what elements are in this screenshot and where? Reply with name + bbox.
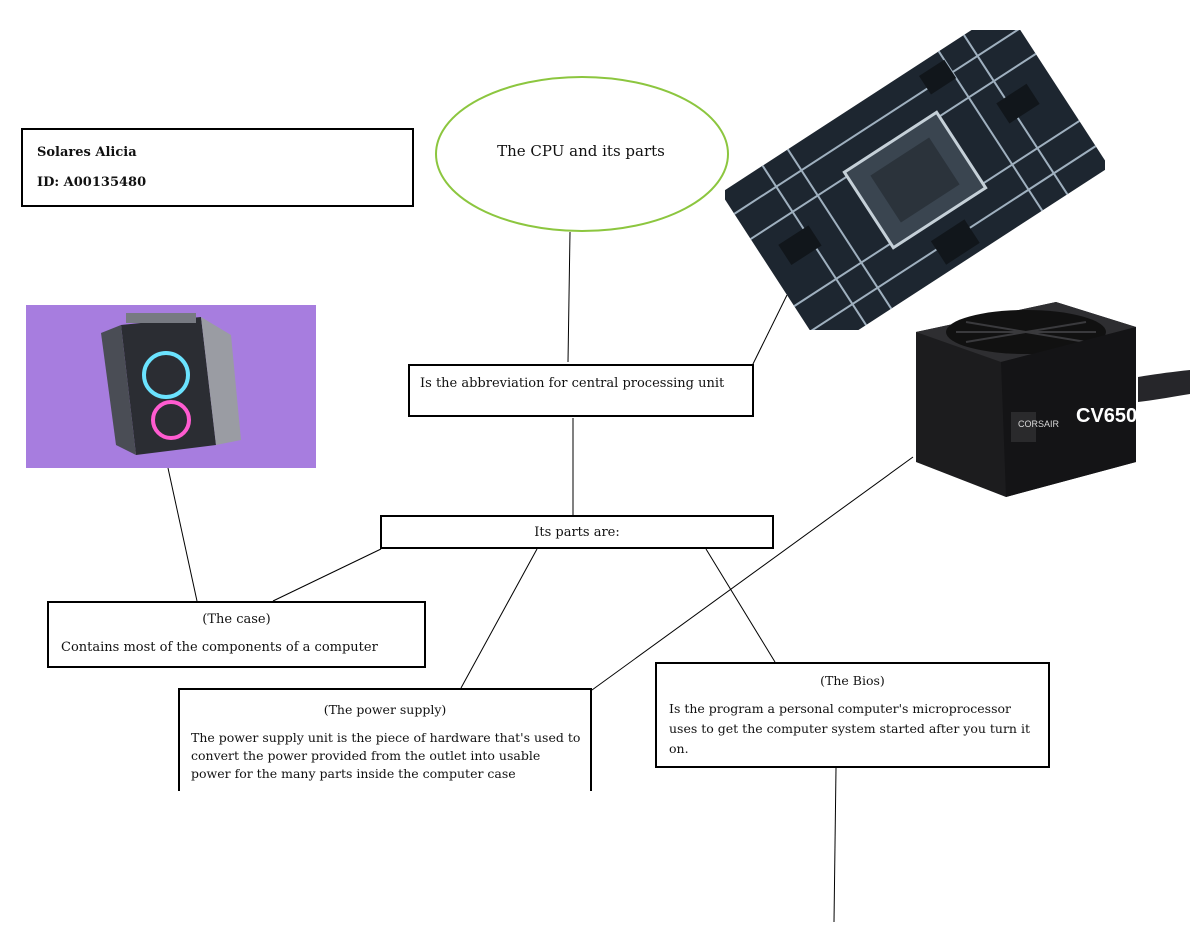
psu-brand-text: CORSAIR [1018, 419, 1060, 429]
case-description: Contains most of the components of a com… [61, 640, 378, 655]
computer-case-image [26, 305, 316, 468]
case-heading: (The case) [202, 612, 271, 627]
connector-cpu-image-definition [751, 294, 788, 367]
connector-parts-power [460, 548, 538, 689]
case-box: (The case) Contains most of the componen… [47, 601, 426, 668]
author-box: Solares Alicia ID: A00135480 [21, 128, 414, 207]
power-supply-heading: (The power supply) [323, 702, 447, 717]
bios-heading: (The Bios) [820, 673, 885, 688]
connector-case-image-case [167, 467, 198, 602]
connector-bios-down [833, 767, 837, 923]
parts-heading-box: Its parts are: [380, 515, 774, 549]
power-supply-description: The power supply unit is the piece of ha… [191, 730, 581, 781]
cpu-chip-image [725, 30, 1105, 330]
bios-description: Is the program a personal computer's mic… [669, 701, 1030, 756]
author-name: Solares Alicia [37, 145, 137, 160]
power-supply-image: CORSAIR CV650 [916, 302, 1190, 497]
power-supply-box: (The power supply) The power supply unit… [178, 688, 592, 791]
connector-psu-image-power [591, 456, 914, 691]
author-id: ID: A00135480 [37, 175, 147, 190]
bios-box: (The Bios) Is the program a personal com… [655, 662, 1050, 768]
definition-text: Is the abbreviation for central processi… [420, 376, 725, 391]
connector-title-definition [567, 231, 571, 363]
psu-model-text: CV650 [1076, 405, 1137, 427]
parts-heading-text: Its parts are: [534, 525, 620, 540]
diagram-title: The CPU and its parts [497, 142, 665, 160]
title-ellipse [435, 76, 729, 232]
definition-box: Is the abbreviation for central processi… [408, 364, 754, 417]
connector-parts-bios [705, 548, 776, 663]
connector-parts-case [272, 548, 382, 602]
